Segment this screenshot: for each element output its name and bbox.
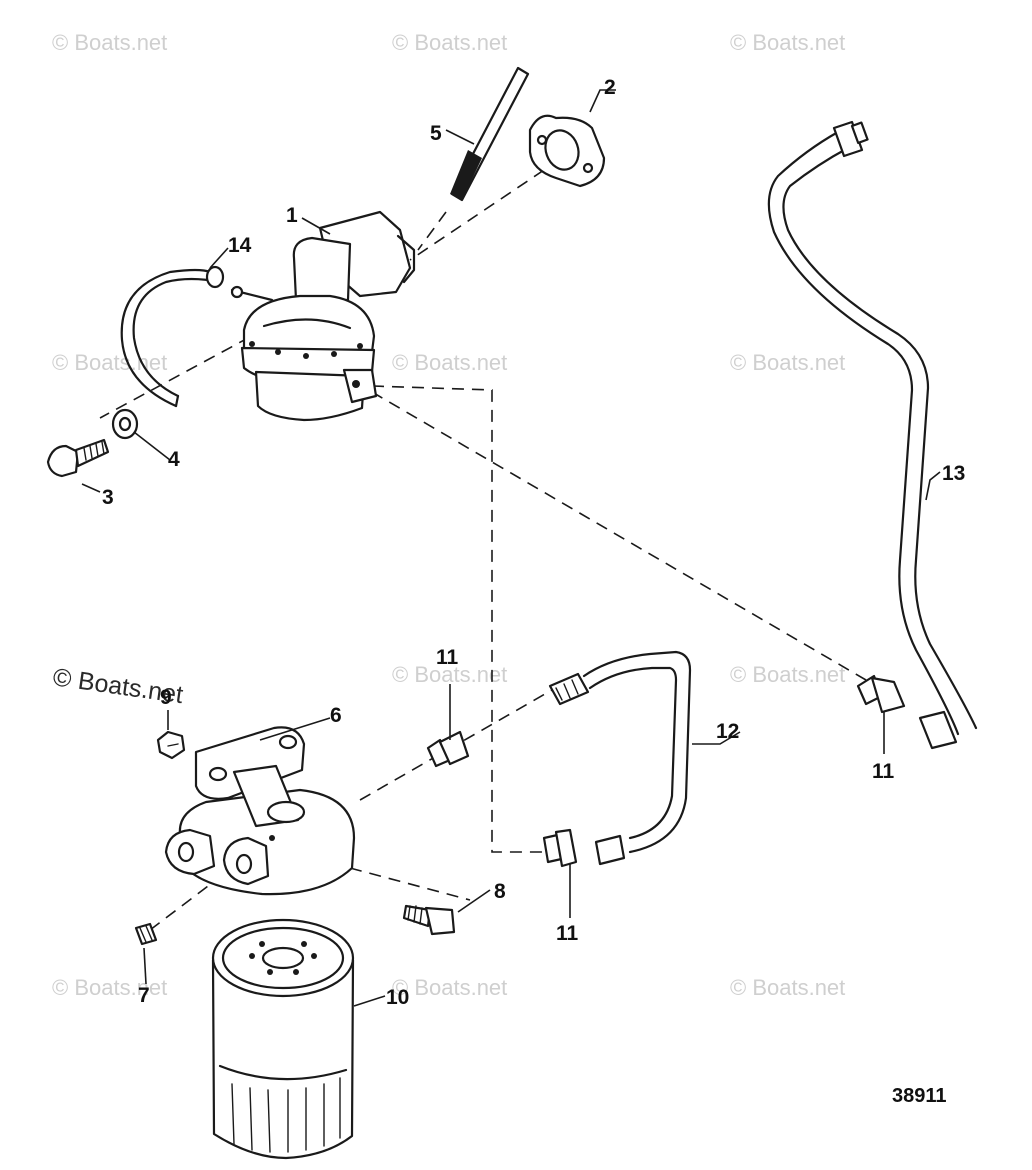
watermark: © Boats.net	[392, 350, 507, 375]
callout-labels: 1 2 3 4 5 6 7 8 9 10 11 11 11 12 13 14	[102, 76, 965, 1009]
part-fitting	[856, 674, 906, 714]
watermark: © Boats.net	[52, 975, 167, 1000]
watermark: © Boats.net	[730, 30, 845, 55]
watermark: © Boats.net	[392, 662, 507, 687]
part-rod	[450, 66, 530, 202]
callout-1: 1	[286, 204, 298, 227]
part-gasket	[528, 114, 606, 188]
part-fuel-filter	[211, 918, 355, 1160]
callout-8: 8	[494, 880, 506, 903]
callout-14: 14	[228, 234, 252, 257]
watermark-group: © Boats.net © Boats.net © Boats.net © Bo…	[51, 30, 845, 1000]
part-fuel-pump	[230, 210, 416, 422]
callout-7: 7	[138, 984, 150, 1007]
part-fuel-line-short	[548, 650, 692, 866]
callout-2: 2	[604, 76, 616, 99]
callout-11-bottom: 11	[556, 922, 579, 945]
watermark: © Boats.net	[730, 350, 845, 375]
watermark: © Boats.net	[392, 30, 507, 55]
part-fitting	[426, 730, 470, 768]
leader-lines	[81, 89, 941, 1007]
watermark: © Boats.net	[392, 975, 507, 1000]
part-plug	[134, 922, 158, 946]
callout-9: 9	[160, 686, 172, 709]
callout-10: 10	[386, 986, 409, 1009]
watermark: © Boats.net	[52, 350, 167, 375]
callout-11-right: 11	[872, 760, 895, 783]
callout-13: 13	[942, 462, 965, 485]
watermark: © Boats.net	[730, 662, 845, 687]
part-fuel-line-long	[767, 120, 978, 750]
callout-3: 3	[102, 486, 114, 509]
callout-12: 12	[716, 720, 739, 743]
diagram-reference-number: 38911	[892, 1085, 947, 1107]
part-washer	[111, 408, 139, 440]
part-fitting	[542, 828, 578, 868]
part-filter-head	[164, 726, 356, 896]
callout-5: 5	[430, 122, 442, 145]
part-screw	[46, 438, 110, 478]
watermark: © Boats.net	[52, 30, 167, 55]
callout-6: 6	[330, 704, 342, 727]
part-nut	[156, 730, 186, 760]
watermark: © Boats.net	[730, 975, 845, 1000]
callout-11-top: 11	[436, 646, 459, 669]
part-hose	[120, 265, 225, 408]
callout-4: 4	[168, 448, 180, 471]
part-bolt	[402, 904, 456, 936]
